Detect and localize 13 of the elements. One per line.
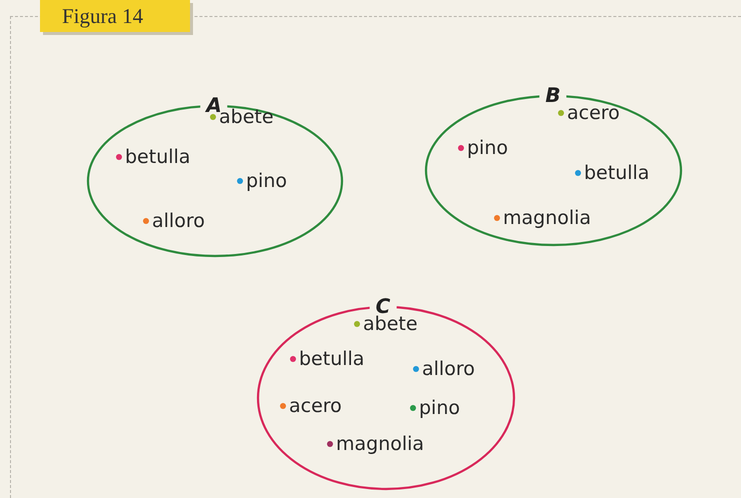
element-label: pino — [467, 137, 508, 159]
element-label: betulla — [125, 146, 190, 168]
element-label: acero — [567, 102, 620, 124]
element-label: betulla — [584, 162, 650, 184]
element-label: magnolia — [336, 433, 424, 455]
element-label: magnolia — [503, 207, 592, 229]
figure-title-tag: Figura 14 — [40, 0, 190, 32]
element-label: acero — [289, 395, 342, 417]
element-label: betulla — [299, 348, 364, 370]
element-label: alloro — [152, 210, 205, 232]
element-label: pino — [246, 170, 288, 192]
element-label: pino — [419, 397, 460, 419]
element-label: alloro — [422, 358, 475, 380]
